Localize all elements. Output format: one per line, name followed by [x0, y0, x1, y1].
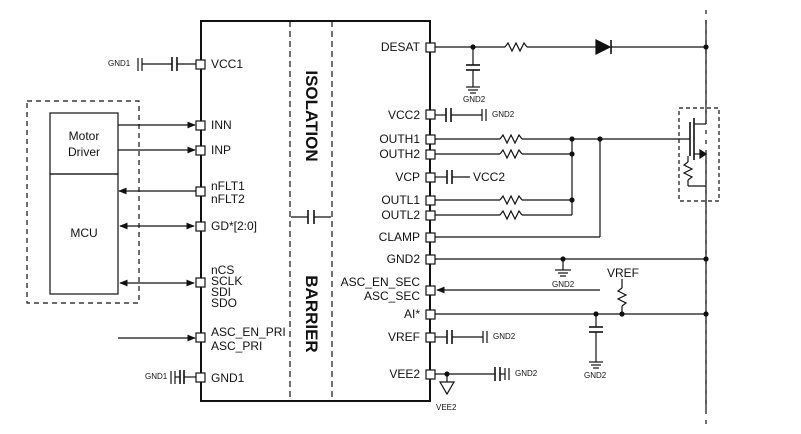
pin-sdo: SDO	[211, 296, 238, 310]
outl2-resistor	[499, 209, 523, 221]
pin-outh1: OUTH1	[379, 132, 420, 146]
pin-desat: DESAT	[380, 40, 420, 54]
pin-vcp: VCP	[395, 170, 420, 184]
net-gnd2-vref: GND2	[493, 332, 516, 341]
net-gnd2-mid: GND2	[552, 280, 575, 289]
pin-ncs: nCS	[211, 263, 235, 277]
pin-outl1: OUTL1	[381, 193, 420, 207]
desat-diode	[595, 39, 612, 55]
net-vcp-supply: VCC2	[473, 170, 506, 184]
desat-resistor	[504, 41, 528, 53]
net-gnd1-bottom: GND1	[145, 372, 168, 381]
vee2-symbol	[438, 371, 456, 396]
controller-dashed-box	[26, 100, 140, 304]
net-gnd2-vcc2: GND2	[492, 110, 515, 119]
pin-asc-sec: ASC_SEC	[363, 289, 420, 303]
power-switch-box	[678, 107, 720, 202]
mcu-label: MCU	[70, 226, 98, 240]
barrier-label: BARRIER	[302, 275, 321, 353]
pin-inn: INN	[211, 118, 232, 132]
outh1-resistor	[499, 133, 523, 145]
pin-outl2: OUTL2	[381, 208, 420, 222]
vcp-capacitor	[435, 170, 470, 184]
pin-nflt1: nFLT1	[211, 179, 245, 193]
pin-sclk: SCLK	[211, 274, 243, 288]
vcc1-decoupling	[137, 57, 196, 71]
outh2-resistor	[499, 148, 523, 160]
pin-gnd1: GND1	[211, 371, 245, 385]
vref-resistor	[616, 287, 628, 307]
net-gnd2-vee2: GND2	[515, 369, 538, 378]
pin-vee2: VEE2	[389, 367, 420, 381]
left-pin-squares	[195, 59, 206, 383]
pin-vref: VREF	[387, 330, 420, 344]
motor-driver-label: Motor Driver	[68, 129, 100, 159]
isolation-label: ISOLATION	[302, 70, 321, 162]
vcc2-decoupling	[435, 108, 487, 122]
power-switch	[670, 112, 708, 192]
net-vref-supply: VREF	[607, 266, 640, 280]
pin-asc-en-sec: ASC_EN_SEC	[340, 275, 420, 289]
pin-gd: GD*[2:0]	[211, 219, 258, 233]
pin-inp: INP	[211, 143, 232, 157]
pin-clamp: CLAMP	[378, 230, 420, 244]
vref-decoupling	[435, 330, 488, 344]
gnd2-mid-symbol	[555, 256, 571, 277]
pin-asc-en-pri: ASC_EN_PRI	[211, 325, 286, 339]
pin-sdi: SDI	[211, 285, 232, 299]
net-gnd2-ai: GND2	[584, 371, 607, 380]
pin-asc-pri: ASC_PRI	[211, 339, 263, 353]
gnd1-decoupling	[170, 370, 196, 384]
barrier-capacitor	[291, 210, 331, 224]
ai-filter-capacitor	[589, 311, 603, 369]
net-gnd2-desat: GND2	[463, 95, 486, 104]
pin-ai: AI*	[403, 307, 420, 321]
net-gnd1-top: GND1	[108, 59, 131, 68]
pin-gnd2: GND2	[386, 252, 420, 266]
pin-nflt2: nFLT2	[211, 192, 245, 206]
desat-capacitor	[466, 44, 480, 94]
outl1-resistor	[499, 194, 523, 206]
mcu-block	[49, 173, 119, 295]
pin-outh2: OUTH2	[379, 147, 420, 161]
pin-vcc2: VCC2	[387, 108, 420, 122]
net-vee2-symbol: VEE2	[436, 403, 457, 412]
right-pin-squares	[425, 42, 436, 380]
pin-vcc1: VCC1	[211, 57, 244, 71]
